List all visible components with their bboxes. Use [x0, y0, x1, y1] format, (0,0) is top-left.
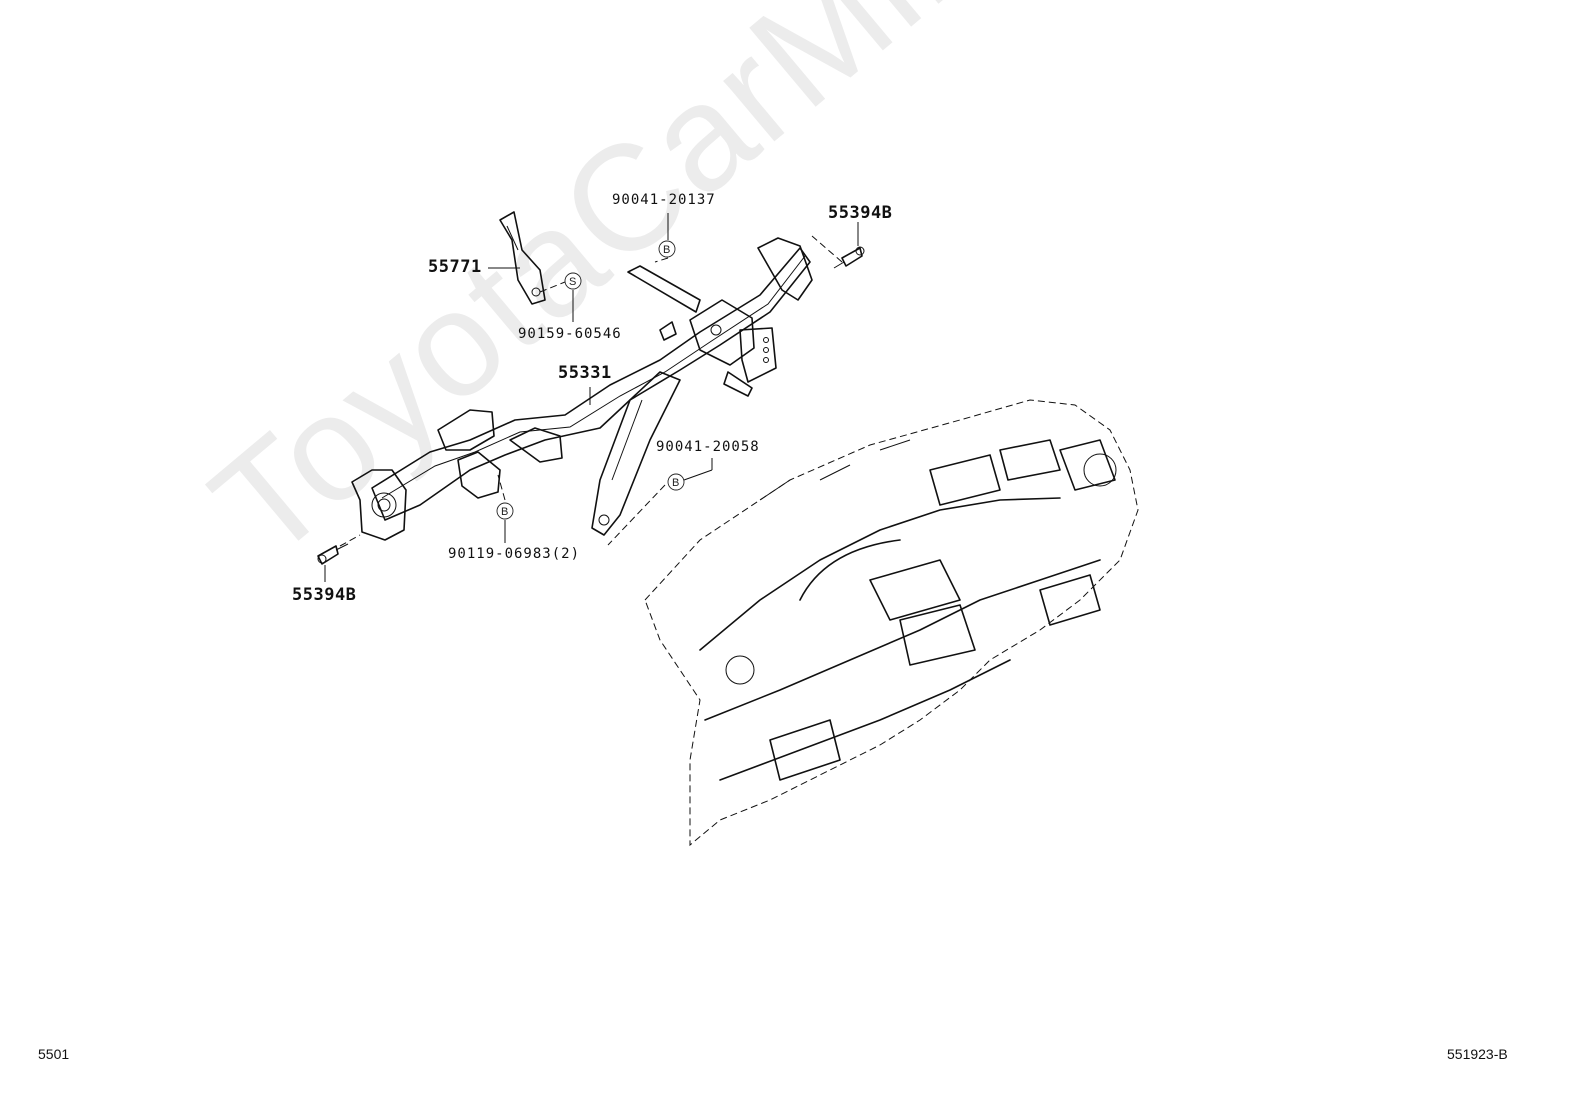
- instrument-panel: [644, 399, 1139, 847]
- part-label-55331[interactable]: 55331: [558, 363, 612, 383]
- part-label-90041-20058[interactable]: 90041-20058: [656, 439, 760, 455]
- diagram-code-right: 551923-B: [1447, 1046, 1508, 1062]
- circle-s-text: S: [569, 276, 576, 288]
- circle-b-symbol: B: [667, 473, 685, 491]
- bolt-55394B-bottom: [317, 543, 349, 565]
- part-label-55771[interactable]: 55771: [428, 257, 482, 277]
- part-label-90159-60546[interactable]: 90159-60546: [518, 326, 622, 342]
- bracket-55771: [499, 211, 546, 305]
- part-label-90041-20137[interactable]: 90041-20137: [612, 192, 716, 208]
- circle-b-text: B: [663, 244, 670, 256]
- circle-b-symbol: B: [496, 502, 514, 520]
- part-label-55394B-top[interactable]: 55394B: [828, 203, 893, 223]
- leader-lines: [324, 213, 859, 582]
- part-label-55394B-bottom[interactable]: 55394B: [292, 585, 357, 605]
- circle-b-symbol: B: [658, 240, 676, 258]
- circle-s-symbol: S: [564, 272, 582, 290]
- part-label-90119-06983[interactable]: 90119-06983(2): [448, 546, 581, 562]
- instrument-panel-reinforcement: [351, 237, 813, 541]
- circle-b-text: B: [501, 506, 508, 518]
- circle-b-text: B: [672, 477, 679, 489]
- page-code-left: 5501: [38, 1046, 70, 1062]
- bolt-55394B-top: [833, 246, 865, 269]
